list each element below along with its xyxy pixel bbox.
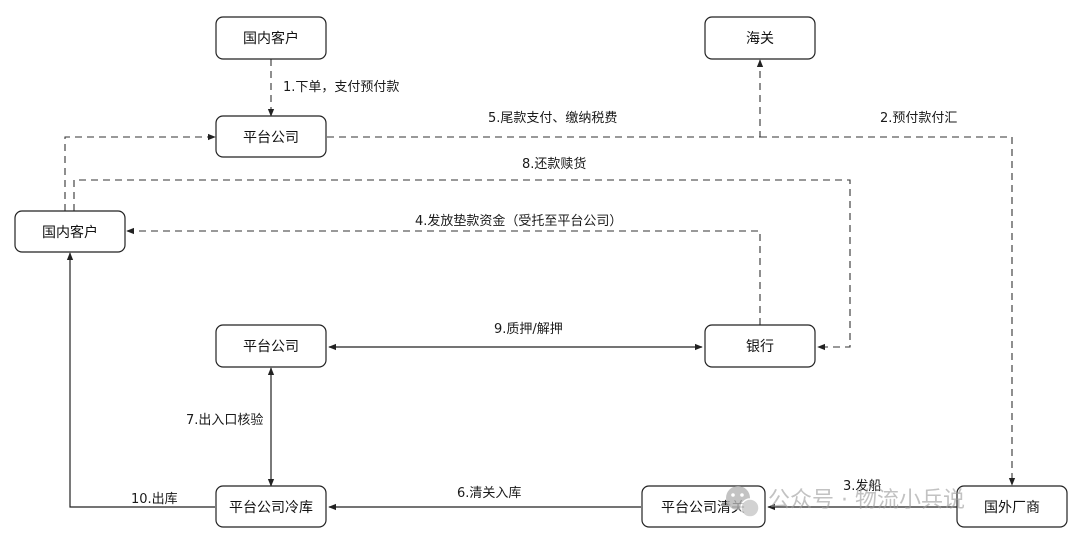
- svg-text:国内客户: 国内客户: [243, 30, 299, 47]
- svg-text:海关: 海关: [746, 31, 774, 47]
- edge-10-line: [66, 252, 215, 508]
- node-platform-cold-storage: 平台公司冷库: [215, 485, 327, 528]
- edge-2-label: 2.预付款付汇: [880, 111, 957, 126]
- node-platform-company-top: 平台公司: [215, 115, 327, 158]
- node-bank: 银行: [704, 324, 816, 368]
- svg-text:国外厂商: 国外厂商: [984, 500, 1040, 516]
- svg-text:平台公司清关: 平台公司清关: [661, 500, 745, 516]
- svg-text:平台公司: 平台公司: [243, 339, 299, 355]
- edge-8-line: [73, 179, 851, 351]
- edge-5-label: 5.尾款支付、缴纳税费: [488, 111, 617, 126]
- edge-2-line: [760, 136, 1016, 486]
- edge-customer-platform-line: [64, 133, 216, 211]
- wechat-icon: [726, 486, 760, 518]
- edge-1-label: 1.下单，支付预付款: [283, 80, 399, 95]
- edge-4-line: [126, 227, 761, 325]
- edge-3-label: 3.发船: [843, 478, 881, 494]
- svg-text:银行: 银行: [746, 339, 774, 355]
- edge-8-label: 8.还款赎货: [522, 156, 586, 172]
- edge-4-label: 4.发放垫款资金（受托至平台公司）: [415, 213, 622, 229]
- svg-text:平台公司: 平台公司: [243, 130, 299, 146]
- node-foreign-manufacturer: 国外厂商: [956, 485, 1068, 528]
- node-domestic-customer-left: 国内客户: [14, 210, 126, 253]
- edge-6-label: 6.清关入库: [457, 485, 521, 501]
- node-domestic-customer-top: 国内客户: [215, 16, 327, 60]
- node-platform-company-mid: 平台公司: [215, 324, 327, 368]
- watermark-text: 公众号 · 物流小兵说: [768, 488, 965, 513]
- edge-10-label: 10.出库: [131, 491, 178, 507]
- svg-text:平台公司冷库: 平台公司冷库: [229, 500, 313, 516]
- edge-9-label: 9.质押/解押: [494, 322, 563, 337]
- node-customs: 海关: [704, 16, 816, 60]
- edge-7-label: 7.出入口核验: [186, 412, 263, 428]
- svg-text:国内客户: 国内客户: [42, 224, 98, 241]
- watermark: 公众号 · 物流小兵说: [726, 486, 965, 518]
